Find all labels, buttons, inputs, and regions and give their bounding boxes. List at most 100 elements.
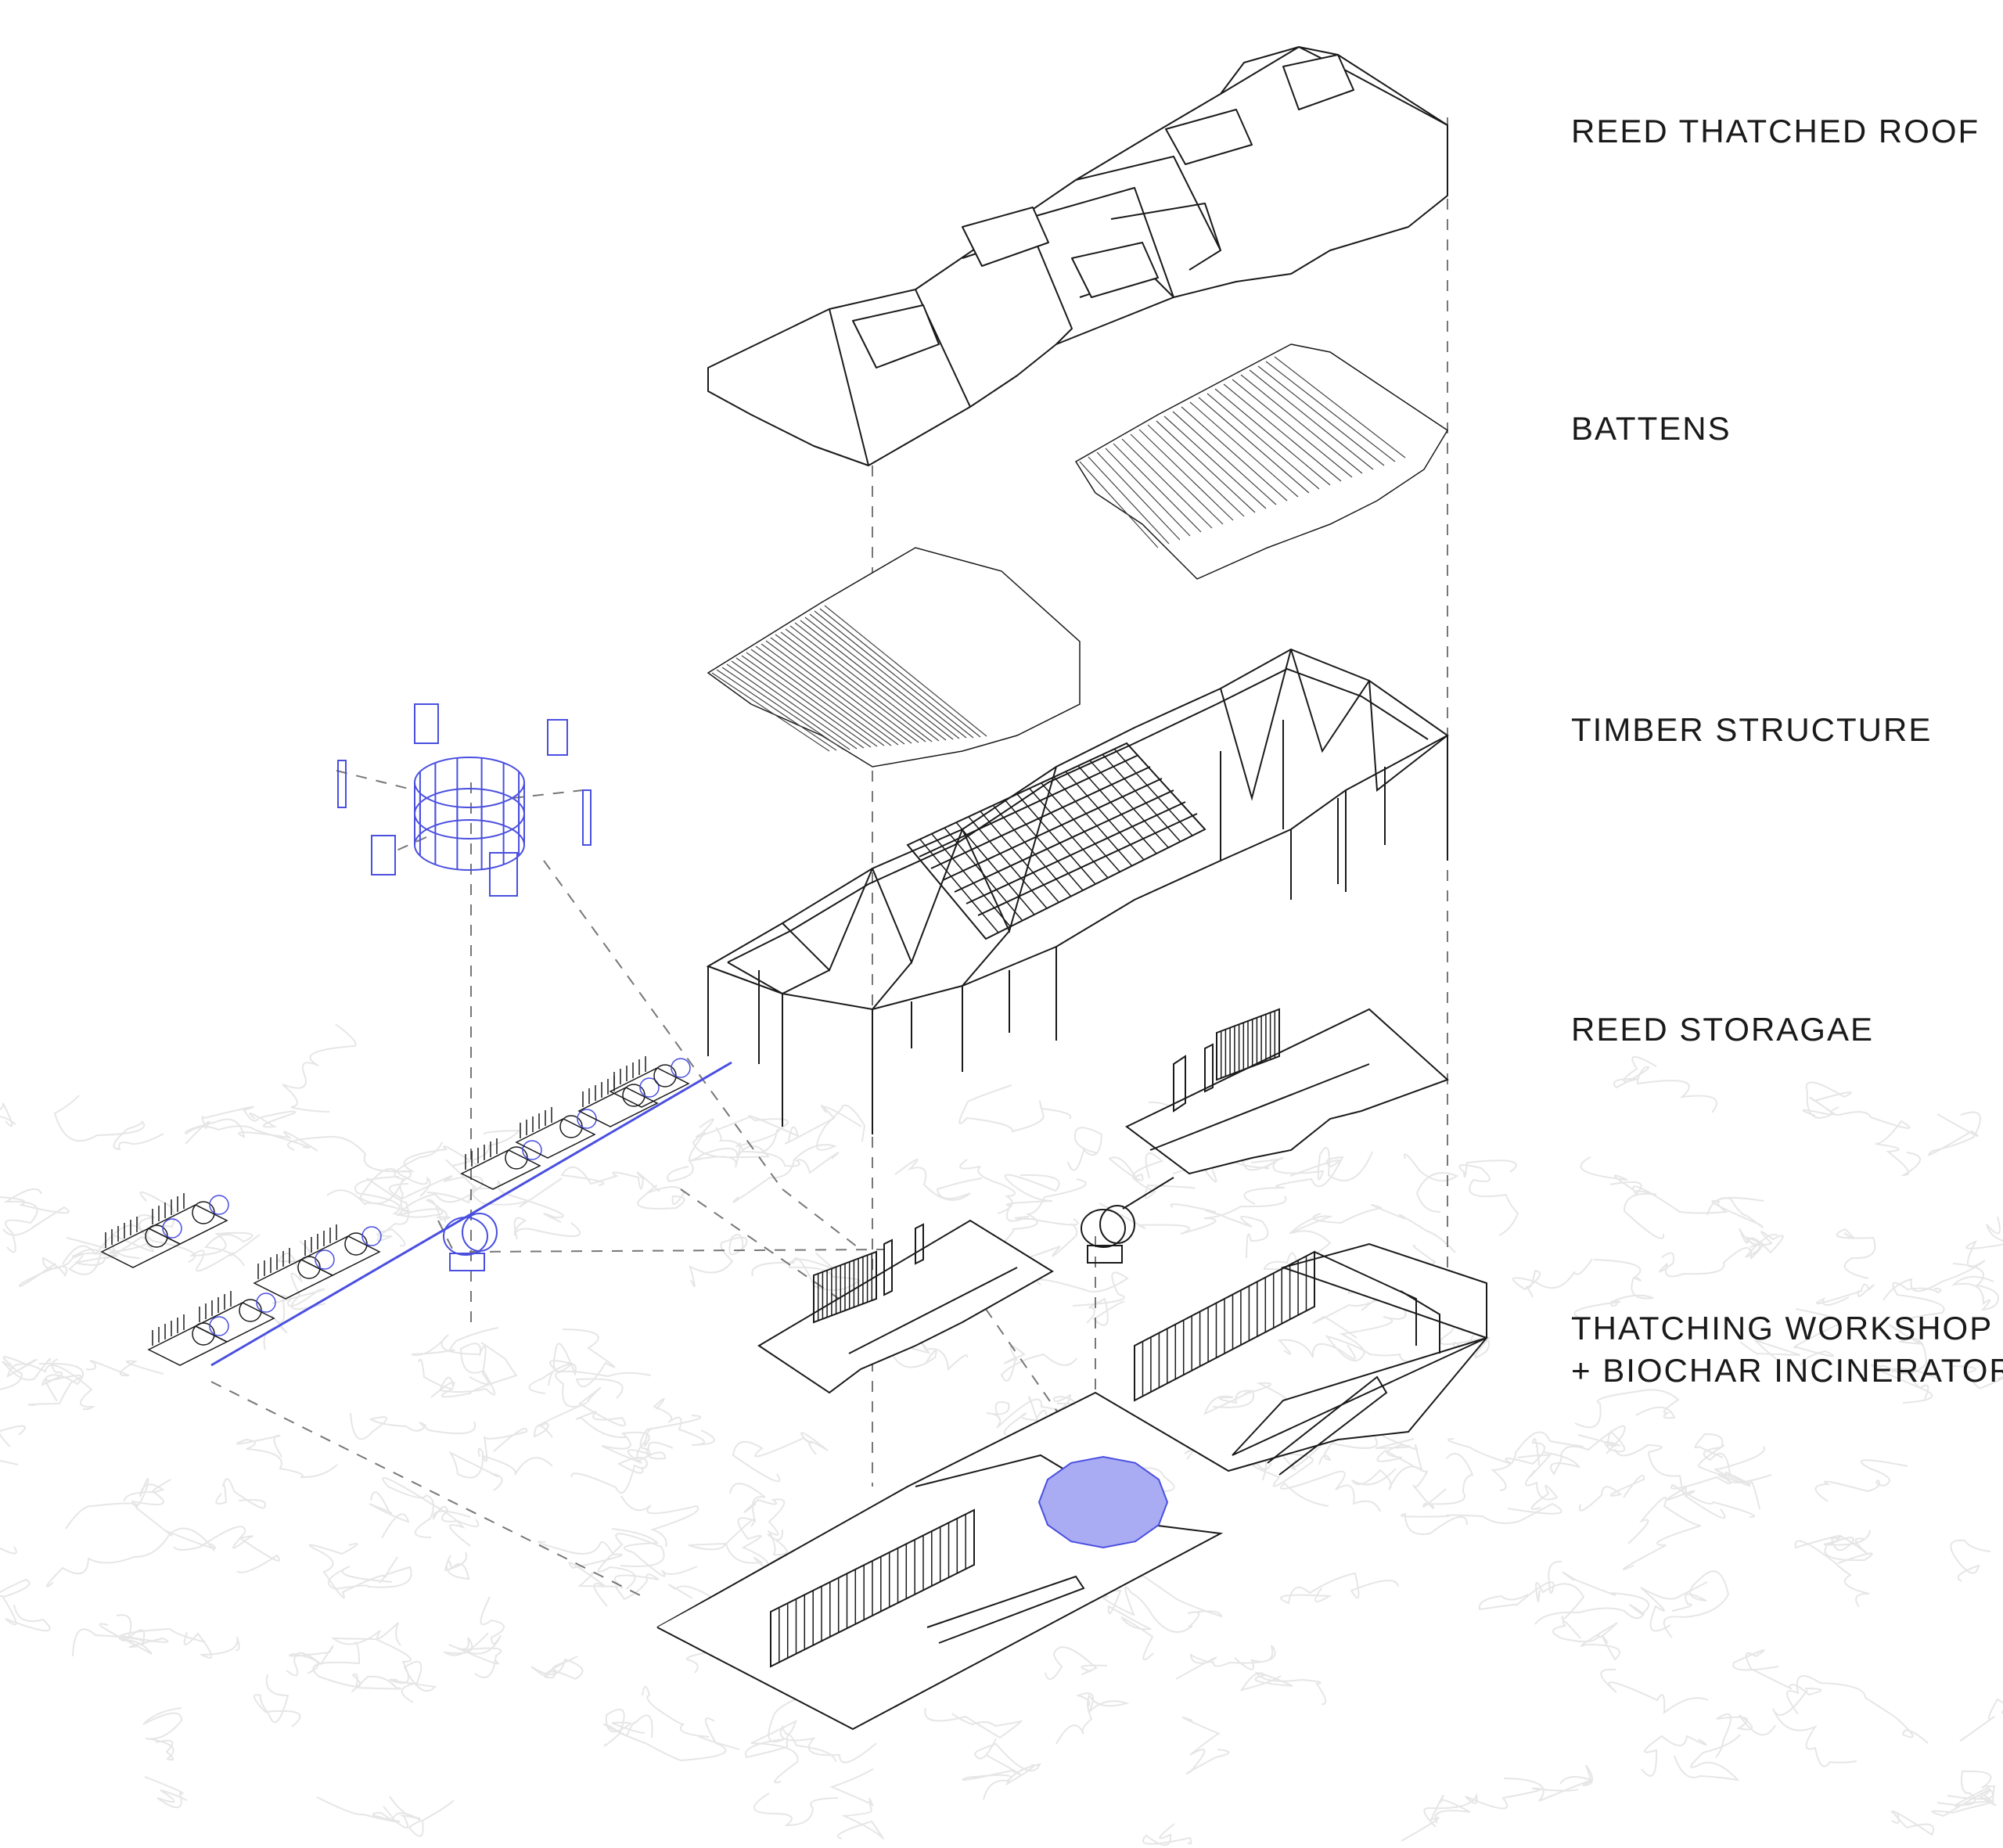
terrain-contour [0,1433,11,1447]
reed-thatched-roof [707,46,1448,466]
terrain-contour [1458,1159,1519,1236]
terrain-contour [396,1177,563,1223]
batten-strip [716,669,837,751]
terrain-contour [173,1526,281,1573]
ring-panel [337,760,347,808]
batten-strip [809,613,967,739]
terrain-contour [1000,1345,1077,1382]
terrain-contour [1580,1156,1764,1214]
terrain-contour [1067,1127,1103,1171]
ridge-rafter [1089,760,1169,848]
ridge-rafter [1102,753,1181,843]
terrain-contour [326,1170,412,1213]
terrain-contour [1732,1649,1822,1696]
reed-drying-ring-frame [337,703,592,897]
ridge-rafter [1029,788,1109,879]
terrain-contour [99,1623,207,1655]
terrain-contour [743,1498,788,1556]
terrain-contour [1503,1764,1593,1802]
batten-strip [1181,406,1288,502]
terrain-contour [570,1457,649,1494]
terrain-contour [1578,1475,1645,1512]
terrain-contour [1535,1582,1585,1620]
terrain-contour [537,1541,623,1607]
terrain-contour [1036,1271,1129,1307]
terrain-contour [1663,1570,1730,1638]
terrain-contour [0,1102,13,1127]
terrain-contour [432,1505,480,1527]
batten-strip [785,628,933,742]
terrain-contour [1640,1581,1708,1632]
terrain-contour [1772,1689,1857,1767]
terrain-contour [366,1177,409,1247]
terrain-contour [603,1708,645,1747]
terrain-contour [575,1386,627,1439]
ring-panel [489,852,518,897]
terrain-contour [1277,1339,1356,1360]
terrain-contour [1739,1228,1784,1258]
batten-strip [765,640,905,745]
battens-left-hatching [711,605,987,752]
terrain-contour [1694,1433,1731,1476]
batten-strip [711,672,830,752]
terrain-contour [1318,1436,1378,1465]
terrain-contour [38,1358,84,1386]
harvester-unit [460,1138,542,1190]
terrain-contour [53,1095,164,1151]
batten-strip [741,655,872,748]
terrain-contour [1674,1734,1741,1781]
batten-strip [721,667,844,750]
ring-middle [414,788,525,840]
batten-strip [775,634,919,743]
terrain-contour [1609,1181,1665,1239]
terrain-contour [627,1415,702,1463]
terrain-contour [642,1685,740,1750]
reed-storage-platform [1125,1008,1449,1175]
terrain-contour [601,1429,652,1464]
batten-strip [804,617,960,739]
terrain-contour [603,1714,727,1762]
batten-strip [1240,374,1363,474]
terrain-contour [1802,1081,1852,1119]
terrain-contour [1004,1174,1079,1226]
terrain-contour [1045,1646,1108,1681]
terrain-contour [124,1478,171,1507]
ridge-rafter [1077,765,1157,854]
ring-panel [371,835,396,875]
terrain-contour [350,1412,476,1440]
batten-strip [794,622,947,741]
batten-strip [746,652,878,747]
batten-strip [1189,401,1299,498]
batten-strip [1156,420,1256,513]
ridge-rafter [1053,776,1133,867]
ridge-rafter [944,827,1023,922]
terrain-contour [1883,1216,2003,1301]
terrain-contour [637,1185,685,1210]
terrain-contour [1614,1444,1726,1519]
terrain-contour [974,1738,1041,1786]
label-reed-thatched-roof: REED THATCHED ROOF [1571,113,1980,149]
terrain-contour [142,1707,183,1761]
terrain-contour [215,1478,266,1509]
terrain-contour [1478,1560,1562,1611]
label-biochar-incinerator: + BIOCHAR INCINERATOR [1571,1352,2003,1389]
terrain-contour [894,1159,983,1201]
terrain-contour [45,1527,215,1587]
ridge-rafter [968,816,1048,909]
terrain-contour [1892,1282,1945,1328]
conveyor [1122,1177,1174,1210]
terrain-contour [382,1477,471,1547]
terrain-contour [85,1360,164,1377]
terrain-contour [533,1370,652,1438]
batten-strip [1130,433,1224,525]
terrain-contour [1794,1534,1870,1608]
terrain-contour [1142,1823,1192,1846]
terrain-contour [286,1135,480,1173]
incinerator-unit [443,1213,498,1271]
batten-strip [789,625,940,742]
terrain-contour [308,1543,386,1599]
terrain-contour [1814,1459,1908,1502]
batten-strip [800,620,954,740]
terrain-contour [653,1397,715,1446]
